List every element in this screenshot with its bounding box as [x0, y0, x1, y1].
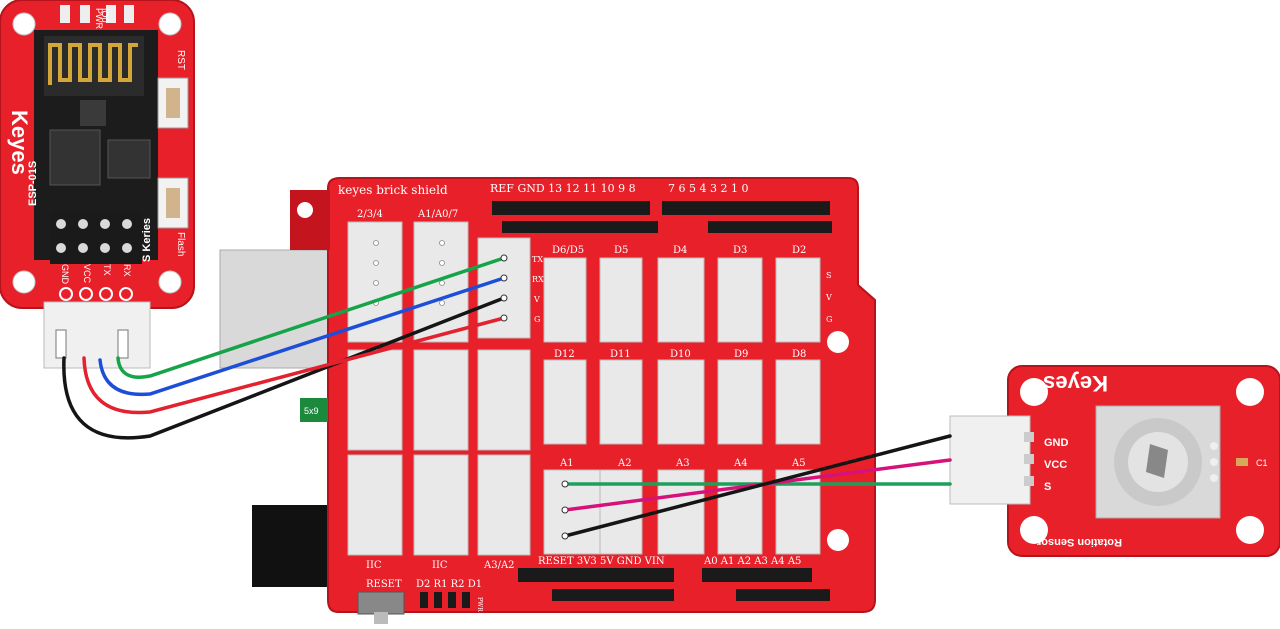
port-label-a5: A5 [791, 458, 806, 469]
port-label-a3: A3 [675, 458, 690, 469]
esp-model-label: ESP-01S [27, 161, 39, 206]
esp01s-module: PWR IO0 Keyes ESP-01S S Keries RST Flash… [0, 0, 195, 369]
shield-header-top-left: REF GND 13 12 11 10 9 8 [490, 182, 636, 195]
port-label-d2: D2 [792, 245, 806, 256]
esp-brand-label: Keyes [7, 110, 32, 175]
group-label-a1a07: A1/A0/7 [417, 209, 458, 220]
esp-pin-tx: TX [102, 264, 112, 276]
wire-black [62, 296, 506, 440]
wire-blue [98, 276, 506, 397]
pin-letter-s: S [826, 271, 831, 280]
sensor-name-label: Rotation Sensor [1036, 536, 1122, 548]
iic-label-right: IIC [432, 560, 448, 571]
port-label-d8: D8 [792, 349, 806, 360]
digital-ports-row1 [543, 257, 821, 343]
port-label-d5: D5 [614, 245, 628, 256]
esp-pin-rx: RX [122, 264, 132, 277]
uart-pin-v: V [533, 295, 540, 304]
pwr-label: PWR [476, 597, 483, 612]
sensor-brand-label: Keyes [1043, 371, 1108, 396]
brick-shield: keyes brick shield REF GND 13 12 11 10 9… [219, 177, 876, 624]
port-label-d11: D11 [610, 349, 631, 360]
esp-led-label-io0: IO0 [100, 8, 110, 23]
sensor-cap-label: C1 [1256, 458, 1268, 468]
uart-pin-tx: TX [532, 255, 543, 264]
uart-pin-rx: RX [532, 275, 544, 284]
reset-button-label: RESET [366, 579, 402, 590]
uart-pin-g: G [534, 315, 540, 324]
pin-letter-g: G [826, 315, 832, 324]
port-label-a2: A2 [617, 458, 632, 469]
esp-rst-label: RST [175, 50, 186, 70]
port-label-a4: A4 [733, 458, 748, 469]
esp-led-label-pwr: PWR [94, 8, 104, 29]
port-label-d4: D4 [673, 245, 687, 256]
shield-title: keyes brick shield [338, 183, 448, 197]
esp-pin-vcc: VCC [82, 264, 92, 284]
esp-pin-gnd: GND [60, 264, 70, 285]
a3a2-label: A3/A2 [483, 560, 515, 571]
power-header-label: RESET 3V3 5V GND VIN [538, 556, 665, 567]
wire-red [82, 316, 506, 415]
sensor-pin-gnd: GND [1044, 437, 1069, 449]
analog-header-label: A0 A1 A2 A3 A4 A5 [703, 556, 801, 567]
wires [62, 256, 952, 538]
port-label-d3: D3 [733, 245, 747, 256]
port-label-d9: D9 [734, 349, 748, 360]
port-label-d12: D12 [554, 349, 575, 360]
esp-series-label: S Keries [141, 218, 153, 262]
reset-button[interactable] [357, 591, 405, 615]
port-label-d6d5: D6/D5 [552, 245, 584, 256]
sensor-connector [949, 415, 1031, 505]
digital-ports-row2 [543, 359, 821, 445]
wire-sensor-gnd [563, 434, 952, 538]
port-label-a1: A1 [559, 458, 574, 469]
chip-label: 5x9 [304, 406, 319, 416]
esp-flash-label: Flash [175, 232, 186, 256]
port-label-d10: D10 [670, 349, 691, 360]
rotation-sensor-module: Keyes Rotation Sensor GND VCC S C1 [949, 365, 1280, 557]
shield-header-top-right: 7 6 5 4 3 2 1 0 [668, 182, 748, 195]
sensor-pin-s: S [1044, 481, 1051, 493]
led-labels: D2 R1 R2 D1 [416, 579, 482, 590]
wire-green [116, 256, 506, 379]
iic-label-left: IIC [366, 560, 382, 571]
sensor-pin-vcc: VCC [1044, 459, 1067, 471]
pin-letter-v: V [825, 293, 832, 302]
group-label-234: 2/3/4 [357, 209, 383, 220]
